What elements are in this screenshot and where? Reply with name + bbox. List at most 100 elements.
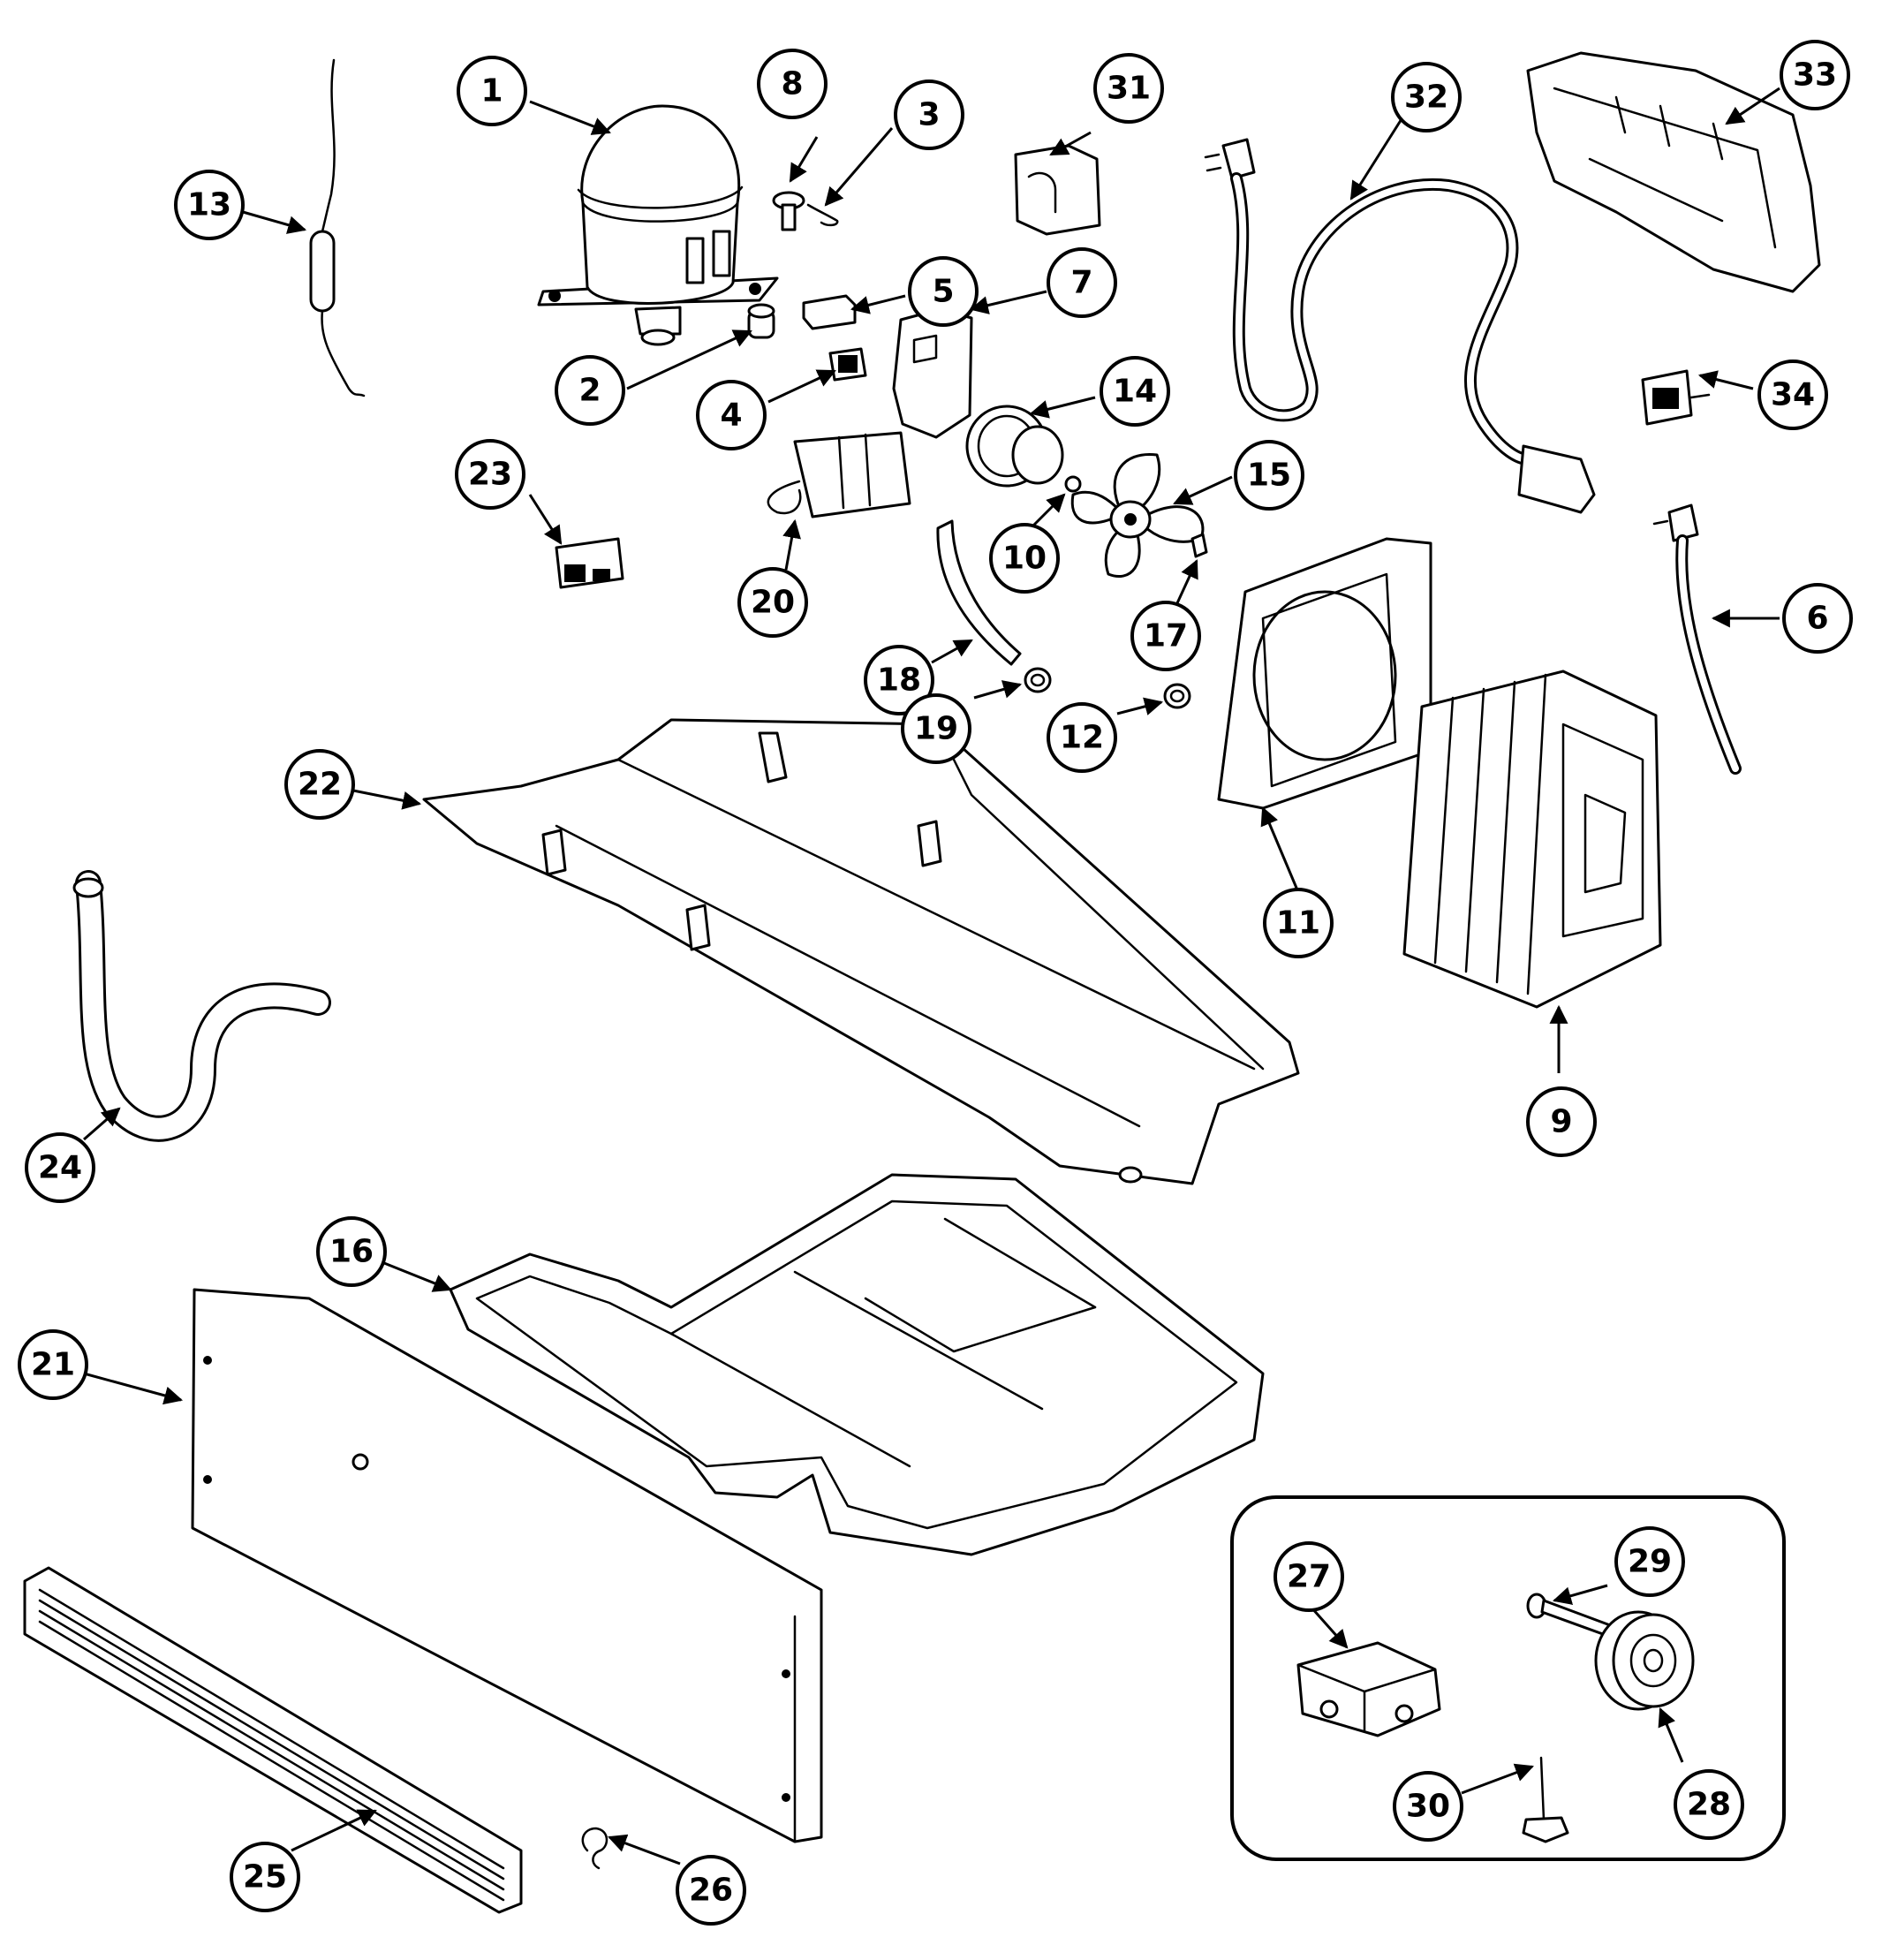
grille-part [23,1566,523,1914]
callout-29: 29 [1614,1526,1685,1597]
condenser-part [1402,670,1662,1009]
callout-20: 20 [737,567,808,638]
grommet-part [1163,683,1191,709]
callout-2: 2 [555,355,625,426]
relay-part [892,307,973,439]
svg-text:27: 27 [1287,1559,1331,1595]
svg-text:17: 17 [1144,618,1188,655]
svg-text:24: 24 [38,1150,82,1186]
fan-blade-part [1070,452,1205,579]
callout-11: 11 [1263,888,1334,958]
callout-10: 10 [989,523,1060,594]
svg-text:32: 32 [1404,79,1448,116]
cord-part [1652,503,1742,775]
callout-6: 6 [1782,583,1853,654]
svg-text:15: 15 [1247,458,1291,494]
svg-text:22: 22 [298,767,342,803]
callout-8: 8 [757,49,828,119]
callout-24: 24 [25,1132,95,1203]
callout-3: 3 [894,79,964,150]
svg-text:19: 19 [914,711,958,747]
grommet-part [1024,667,1052,693]
callout-1: 1 [457,56,527,126]
callout-7: 7 [1047,247,1117,318]
switch-part [555,537,624,589]
screw-part [772,191,805,231]
relay-cover-part [802,294,857,330]
callout-22: 22 [284,749,355,820]
drier-filter-part [309,58,366,397]
svg-text:31: 31 [1107,71,1151,107]
clip-part [581,1827,608,1870]
svg-text:10: 10 [1002,541,1047,577]
callout-34: 34 [1757,359,1828,430]
svg-text:18: 18 [877,662,921,699]
overload-part [828,347,867,382]
callout-28: 28 [1674,1769,1744,1840]
drain-hose-part [72,870,331,1142]
callout-17: 17 [1130,601,1201,671]
kickplate-part [191,1288,823,1843]
svg-text:5: 5 [932,274,954,310]
callout-30: 30 [1393,1771,1463,1842]
svg-text:28: 28 [1687,1787,1731,1823]
svg-text:14: 14 [1113,374,1157,410]
svg-text:13: 13 [187,187,231,223]
callout-5: 5 [908,256,979,327]
callout-9: 9 [1526,1086,1597,1157]
connector-part [1641,369,1711,426]
leveling-leg-part [1522,1756,1569,1843]
callout-32: 32 [1391,62,1462,132]
svg-text:8: 8 [781,66,803,102]
svg-text:34: 34 [1771,377,1815,413]
callout-19: 19 [901,693,971,764]
cord-housing-part [1526,51,1821,293]
fan-shroud-part [1217,537,1432,810]
svg-text:29: 29 [1628,1544,1672,1580]
svg-text:9: 9 [1550,1104,1572,1140]
drain-pan-part [449,1173,1265,1556]
leader-lines [83,87,1780,1865]
callout-27: 27 [1274,1541,1344,1612]
svg-text:25: 25 [243,1859,287,1896]
callout-14: 14 [1100,356,1170,427]
callout-13: 13 [174,170,245,240]
svg-text:2: 2 [578,373,601,409]
svg-text:4: 4 [720,397,742,434]
svg-text:6: 6 [1806,601,1828,637]
svg-text:12: 12 [1060,720,1104,756]
svg-text:30: 30 [1406,1789,1450,1825]
bracket-part [1190,533,1208,558]
callout-25: 25 [230,1842,300,1912]
rail-part [422,718,1300,1185]
relay-block-part [1014,144,1101,236]
callout-18: 18 [864,645,934,715]
callout-15: 15 [1234,440,1304,511]
clip-part [806,203,839,227]
svg-text:7: 7 [1070,265,1092,301]
callout-31: 31 [1093,53,1164,124]
callout-4: 4 [696,380,767,450]
svg-text:16: 16 [329,1234,374,1270]
callout-16: 16 [316,1216,387,1287]
callout-23: 23 [455,439,525,510]
svg-text:26: 26 [689,1873,733,1909]
strap-part [936,519,1022,666]
harness-part [767,431,911,518]
callout-21: 21 [18,1329,88,1400]
grommet-part [747,303,775,339]
nut-part [1064,475,1082,493]
wheel-part [1594,1610,1695,1711]
fan-motor-part [965,405,1064,488]
power-cord-part [1204,138,1596,514]
callout-33: 33 [1780,40,1850,110]
svg-text:3: 3 [918,97,940,133]
svg-text:33: 33 [1793,57,1837,94]
roller-assembly-part [1296,1641,1441,1737]
callout-12: 12 [1047,702,1117,773]
svg-text:21: 21 [31,1347,75,1383]
svg-text:1: 1 [480,73,503,110]
compressor-part [537,104,779,346]
svg-text:11: 11 [1276,905,1320,942]
